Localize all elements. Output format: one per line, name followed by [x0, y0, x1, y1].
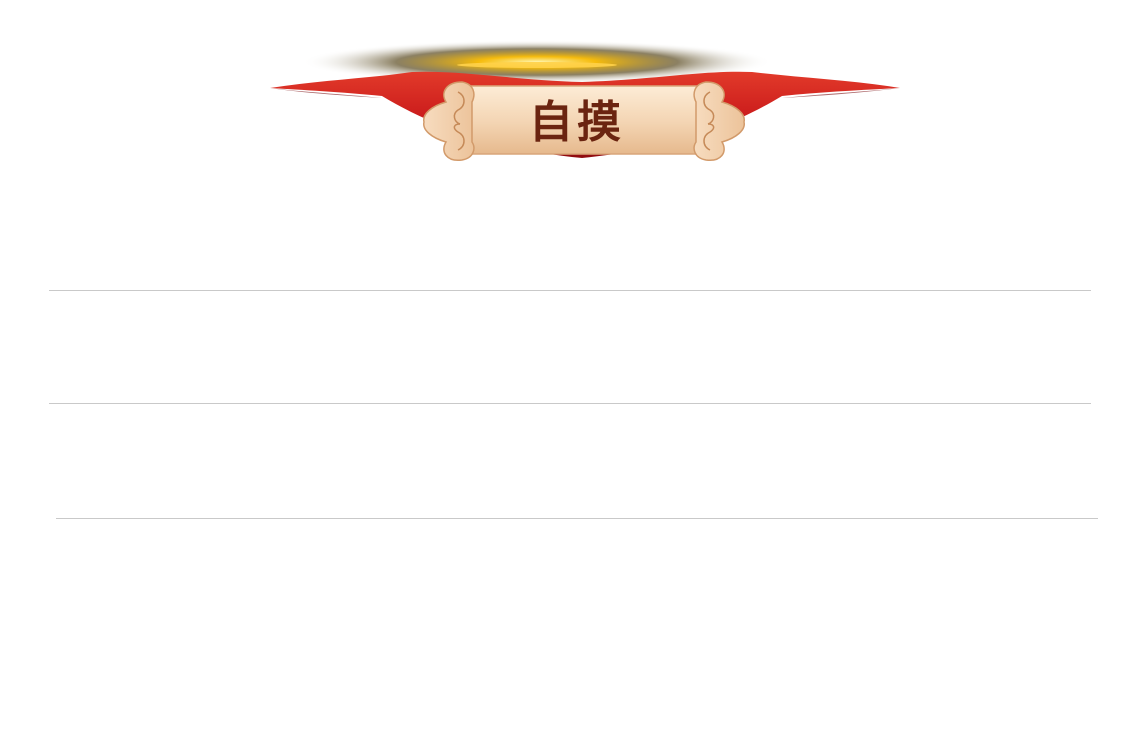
- divider-line: [49, 290, 1091, 291]
- ribbon-scroll-graphic: [270, 40, 900, 161]
- self-draw-banner: 自摸: [262, 30, 906, 190]
- banner-title: 自摸: [529, 97, 625, 148]
- scroll-cap-right: [693, 81, 745, 161]
- divider-line: [49, 403, 1091, 404]
- scroll-cap-left: [423, 81, 475, 161]
- divider-line: [56, 518, 1098, 519]
